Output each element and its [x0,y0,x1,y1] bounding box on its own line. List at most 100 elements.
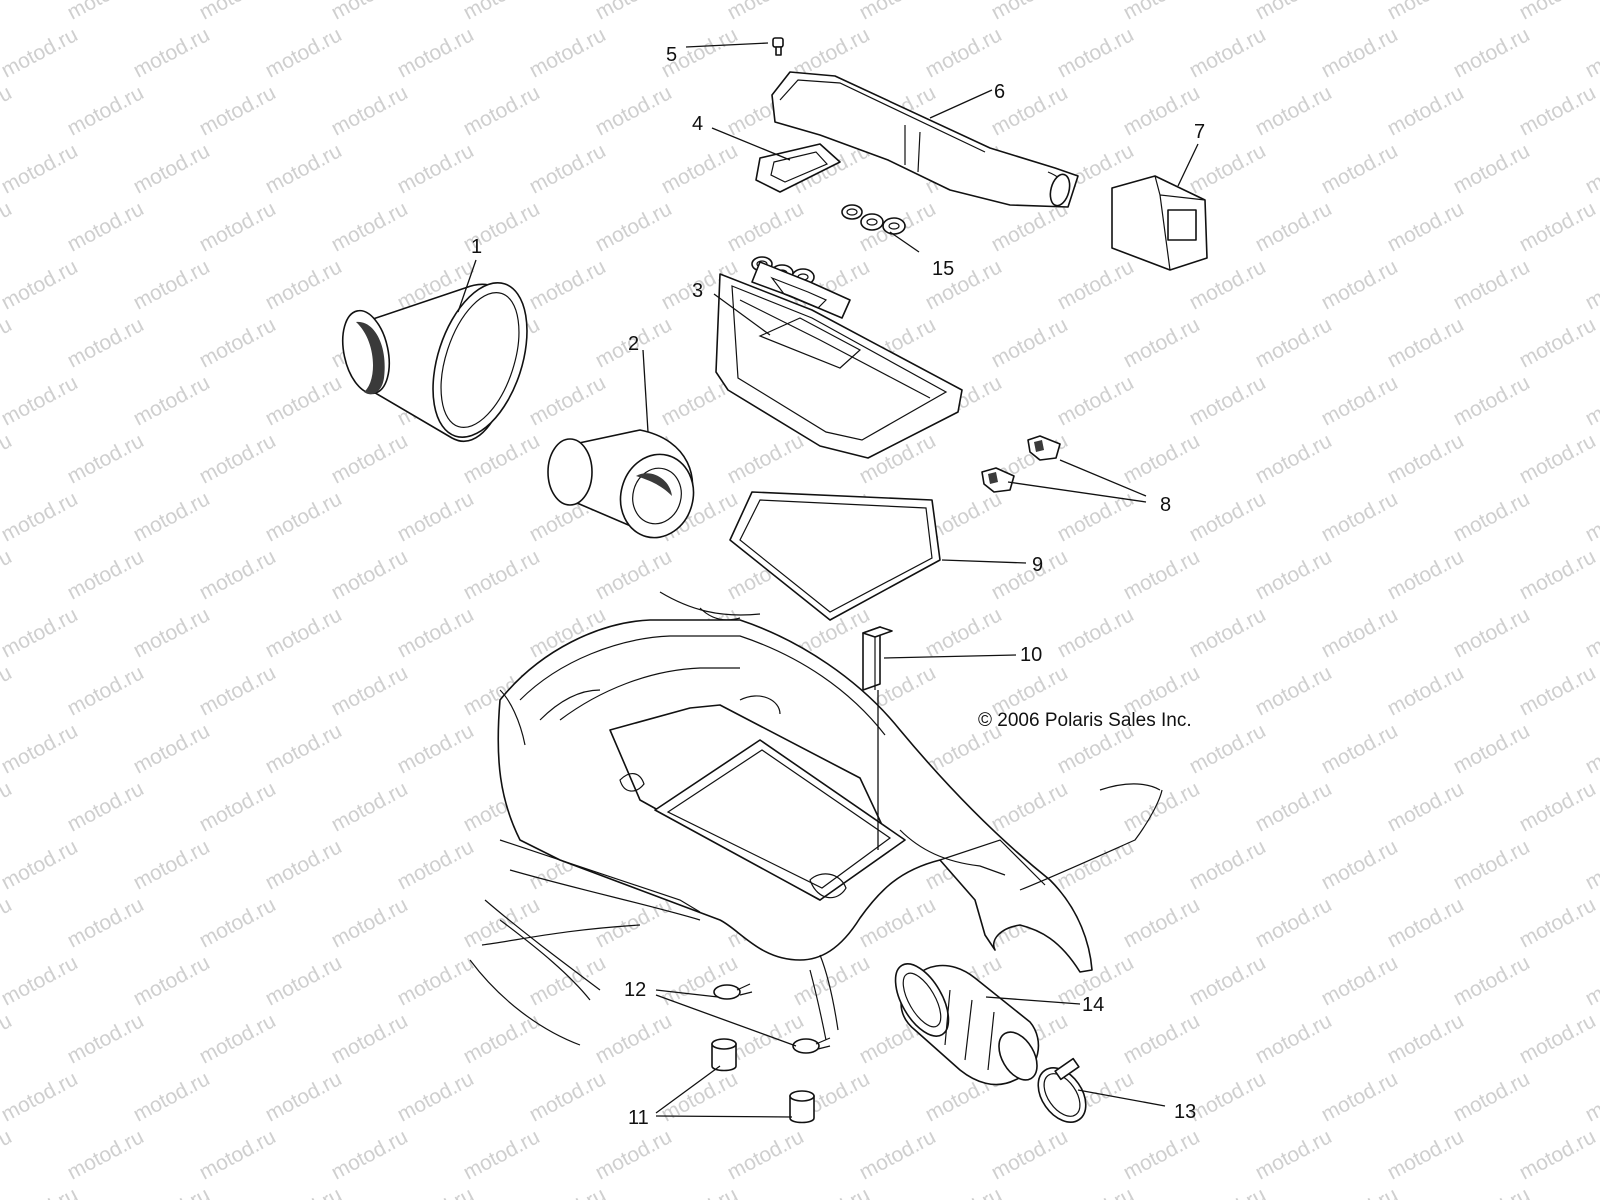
callout-13: 13 [1174,1101,1196,1123]
watermark-text: motod.ru [328,661,412,720]
watermark-text: motod.ru [64,661,148,720]
watermark-text: motod.ru [1120,429,1204,488]
watermark-text: motod.ru [1186,371,1270,430]
watermark-text: motod.ru [1582,487,1600,546]
watermark-text: motod.ru [64,1009,148,1068]
watermark-text: motod.ru [328,1125,412,1184]
watermark-text: motod.ru [64,893,148,952]
watermark-text: motod.ru [0,139,82,198]
watermark-text: motod.ru [196,1125,280,1184]
watermark-text: motod.ru [262,719,346,778]
watermark-text: motod.ru [1252,1009,1336,1068]
part-5-screw [772,37,784,56]
leader-lines [457,42,1199,1118]
watermark-text: motod.ru [0,81,16,140]
watermark-text: motod.ru [1516,0,1600,24]
part-6-intake-duct [771,71,1079,208]
watermark-text: motod.ru [328,777,412,836]
watermark-text: motod.ru [658,951,742,1010]
watermark-text: motod.ru [0,1183,82,1200]
part-11-bushings [711,1038,815,1124]
watermark-text: motod.ru [526,371,610,430]
watermark-text: motod.ru [592,0,676,24]
watermark-text: motod.ru [1252,81,1336,140]
watermark-text: motod.ru [988,313,1072,372]
watermark-text: motod.ru [1516,545,1600,604]
callout-7: 7 [1194,121,1205,143]
callout-11: 11 [628,1107,649,1129]
watermark-text: motod.ru [460,1125,544,1184]
watermark-text: motod.ru [394,1067,478,1126]
watermark-text: motod.ru [460,81,544,140]
watermark-text: motod.ru [1384,429,1468,488]
watermark-text: motod.ru [1252,893,1336,952]
watermark-text: motod.ru [394,487,478,546]
watermark-text: motod.ru [1318,835,1402,894]
watermark-text: motod.ru [1054,487,1138,546]
watermark-text: motod.ru [526,23,610,82]
watermark-text: motod.ru [1054,1183,1138,1200]
watermark-text: motod.ru [1384,313,1468,372]
watermark-text: motod.ru [658,139,742,198]
watermark-text: motod.ru [1186,1183,1270,1200]
watermark-text: motod.ru [592,197,676,256]
watermark-text: motod.ru [1450,1067,1534,1126]
watermark-text: motod.ru [262,487,346,546]
watermark-text: motod.ru [1318,1183,1402,1200]
watermark-text: motod.ru [1582,951,1600,1010]
watermark-text: motod.ru [1582,139,1600,198]
watermark-text: motod.ru [1186,255,1270,314]
watermark-text: motod.ru [394,1183,478,1200]
watermark-text: motod.ru [0,603,82,662]
callout-14: 14 [1082,994,1104,1016]
watermark-text: motod.ru [1384,893,1468,952]
watermark-text: motod.ru [1120,1125,1204,1184]
callout-4: 4 [692,113,703,135]
watermark-text: motod.ru [1582,835,1600,894]
watermark-text: motod.ru [460,0,544,24]
airbox-chassis-assembly [469,591,1163,1046]
watermark-text: motod.ru [262,255,346,314]
watermark-text: motod.ru [988,0,1072,24]
watermark-text: motod.ru [328,81,412,140]
watermark-text: motod.ru [856,1125,940,1184]
watermark-text: motod.ru [0,0,16,24]
watermark-text: motod.ru [1450,603,1534,662]
watermark-text: motod.ru [1516,661,1600,720]
watermark-text: motod.ru [262,1067,346,1126]
watermark-text: motod.ru [1252,429,1336,488]
watermark-text: motod.ru [0,835,82,894]
watermark-text: motod.ru [130,603,214,662]
watermark-text: motod.ru [1120,313,1204,372]
watermark-text: motod.ru [1516,197,1600,256]
watermark-text: motod.ru [526,255,610,314]
watermark-text: motod.ru [1252,777,1336,836]
watermark-text: motod.ru [1252,661,1336,720]
watermark-text: motod.ru [1384,777,1468,836]
watermark-text: motod.ru [1516,313,1600,372]
watermark-text: motod.ru [130,951,214,1010]
watermark-text: motod.ru [130,835,214,894]
watermark-text: motod.ru [724,429,808,488]
watermark-text: motod.ru [262,139,346,198]
watermark-text: motod.ru [0,951,82,1010]
watermark-text: motod.ru [328,197,412,256]
watermark-text: motod.ru [1450,1183,1534,1200]
watermark-text: motod.ru [394,719,478,778]
watermark-text: motod.ru [0,1125,16,1184]
copyright-notice: © 2006 Polaris Sales Inc. [978,710,1192,731]
watermark-text: motod.ru [724,197,808,256]
watermark-text: motod.ru [262,603,346,662]
watermark-text: motod.ru [1450,719,1534,778]
part-8-clips [981,435,1061,493]
watermark-text: motod.ru [196,197,280,256]
watermark-text: motod.ru [988,1125,1072,1184]
callout-15: 15 [932,258,954,280]
part-14-outlet-boot [894,963,1040,1086]
watermark-text: motod.ru [526,1067,610,1126]
watermark-text: motod.ru [1450,139,1534,198]
callout-6: 6 [994,81,1005,103]
watermark-text: motod.ru [130,1183,214,1200]
watermark-text: motod.ru [526,951,610,1010]
watermark-text: motod.ru [64,197,148,256]
